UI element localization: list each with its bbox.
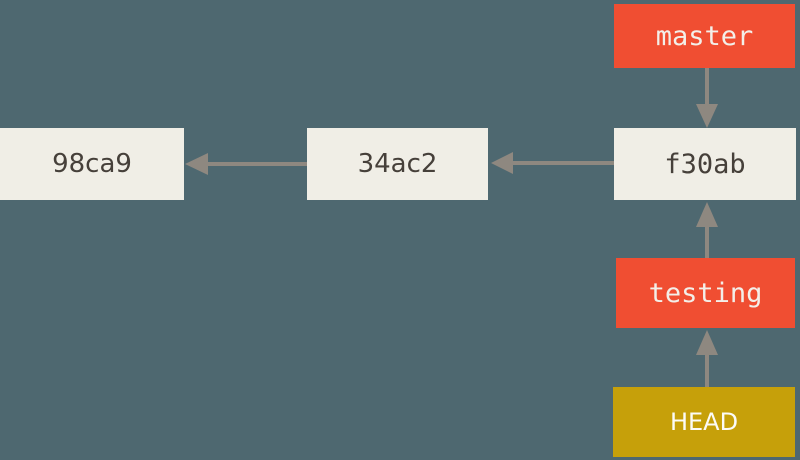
branch-pointer-testing: testing [616, 258, 795, 328]
head-label: HEAD [669, 408, 739, 436]
edge-head-to-testing [696, 330, 718, 387]
edge-testing-to-f30ab [696, 202, 718, 258]
branch-label: master [655, 20, 754, 52]
edge-master-to-f30ab [696, 68, 718, 128]
edge-34ac2-to-98ca9 [185, 153, 307, 175]
branch-pointer-master: master [614, 4, 795, 68]
commit-hash-label: 34ac2 [357, 149, 438, 179]
head-pointer: HEAD [613, 387, 795, 457]
branch-label: testing [648, 277, 763, 309]
commit-node-f30ab: f30ab [614, 128, 796, 200]
edge-f30ab-to-34ac2 [491, 152, 614, 174]
commit-node-34ac2: 34ac2 [307, 128, 488, 200]
commit-node-98ca9: 98ca9 [0, 128, 184, 200]
commit-hash-label: f30ab [664, 148, 746, 180]
commit-hash-label: 98ca9 [52, 149, 132, 179]
